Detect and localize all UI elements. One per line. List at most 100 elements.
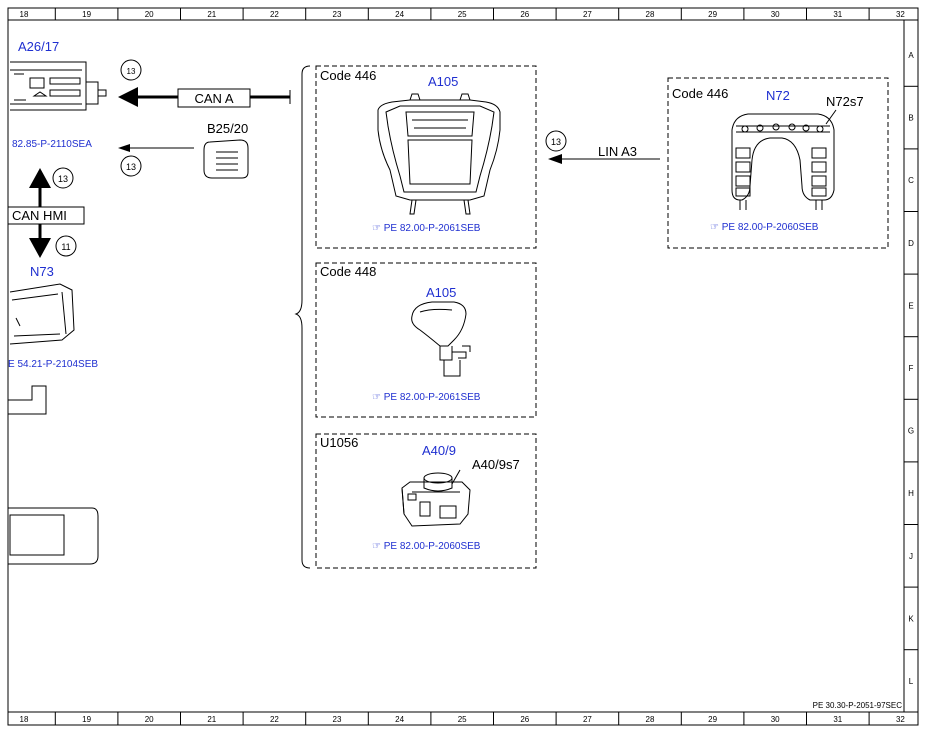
b25-20-sensor-drawing	[203, 139, 249, 179]
box2-code-label: Code 448	[320, 264, 376, 279]
column-label-bottom: 23	[333, 715, 342, 724]
manual-ref-icon: ☞	[710, 222, 722, 233]
right-box-code-label: Code 446	[672, 86, 728, 101]
column-label-top: 27	[583, 10, 592, 19]
component-group-brace	[294, 65, 311, 569]
code-448-box	[315, 262, 537, 418]
a105-selector-lever-drawing	[411, 301, 471, 377]
column-label-top: 31	[833, 10, 842, 19]
column-ticks: 1818191920202121222223232424252526262727…	[20, 8, 905, 725]
column-label-bottom: 27	[583, 715, 592, 724]
column-label-bottom: 25	[458, 715, 467, 724]
circle-13-b: 13	[120, 155, 142, 177]
row-label: F	[909, 364, 914, 373]
column-label-bottom: 30	[771, 715, 780, 724]
column-label-top: 24	[395, 10, 404, 19]
box1-component-label[interactable]: A105	[428, 74, 458, 89]
manual-ref-icon: ☞	[372, 223, 384, 234]
svg-text:13: 13	[58, 174, 68, 184]
column-label-bottom: 22	[270, 715, 279, 724]
manual-ref-icon: ☞	[372, 392, 384, 403]
lin-a3-connection: LIN A3	[548, 144, 660, 164]
svg-text:13: 13	[127, 67, 136, 76]
row-label: L	[909, 677, 914, 686]
n72-box	[667, 77, 889, 249]
n72s7-leader	[825, 109, 837, 125]
column-label-top: 20	[145, 10, 154, 19]
svg-text:13: 13	[126, 162, 136, 172]
row-label: D	[908, 239, 914, 248]
column-label-bottom: 18	[20, 715, 29, 724]
column-label-bottom: 26	[520, 715, 529, 724]
box2-component-label[interactable]: A105	[426, 285, 456, 300]
row-label: H	[908, 489, 914, 498]
row-ticks: A B C D E F G H J K L	[904, 51, 918, 686]
u1056-box	[315, 433, 537, 569]
n73-label[interactable]: N73	[30, 264, 54, 279]
a26-17-ref[interactable]: 82.85-P-2110SEA	[12, 139, 92, 150]
box2-ref[interactable]: ☞ PE 82.00-P-2061SEB	[372, 392, 481, 403]
can-a-label: CAN A	[194, 91, 233, 106]
row-label: E	[908, 301, 913, 310]
lin-a3-label: LIN A3	[598, 144, 637, 159]
circle-13-c: 13	[52, 167, 74, 189]
row-label: B	[908, 114, 913, 123]
svg-text:13: 13	[551, 137, 561, 147]
n72-switch-panel-drawing	[731, 113, 835, 210]
can-hmi-connection: CAN HMI	[7, 168, 85, 258]
column-label-top: 29	[708, 10, 717, 19]
circle-13-lin: 13	[545, 130, 567, 152]
box3-ref[interactable]: ☞ PE 82.00-P-2060SEB	[372, 541, 481, 552]
code-446-box	[315, 65, 537, 249]
column-label-top: 19	[82, 10, 91, 19]
can-hmi-label: CAN HMI	[12, 208, 67, 223]
b25-20-label: B25/20	[207, 121, 248, 136]
column-label-bottom: 31	[833, 715, 842, 724]
box3-code-label: U1056	[320, 435, 358, 450]
column-label-top: 23	[333, 10, 342, 19]
n73-ref[interactable]: E 54.21-P-2104SEB	[8, 359, 98, 370]
column-label-top: 25	[458, 10, 467, 19]
column-label-top: 21	[207, 10, 216, 19]
column-label-bottom: 20	[145, 715, 154, 724]
a40-9-controller-drawing	[401, 472, 471, 527]
n72-label[interactable]: N72	[766, 88, 790, 103]
column-label-top: 22	[270, 10, 279, 19]
a26-17-label[interactable]: A26/17	[18, 39, 59, 54]
box1-code-label: Code 446	[320, 68, 376, 83]
column-label-top: 18	[20, 10, 29, 19]
row-label: K	[908, 614, 914, 623]
document-id: PE 30.30-P-2051-97SEC	[813, 701, 903, 710]
column-label-bottom: 21	[207, 715, 216, 724]
n72s7-label: N72s7	[826, 94, 864, 109]
box3-sub-label: A40/9s7	[472, 457, 520, 472]
row-label: J	[909, 552, 913, 561]
column-label-bottom: 29	[708, 715, 717, 724]
column-label-bottom: 28	[646, 715, 655, 724]
left-display-drawing	[8, 507, 99, 565]
left-cable-outline	[8, 385, 47, 415]
row-label: G	[908, 427, 914, 436]
right-box-ref[interactable]: ☞ PE 82.00-P-2060SEB	[710, 222, 819, 233]
box3-component-label[interactable]: A40/9	[422, 443, 456, 458]
n73-unit-drawing	[9, 283, 75, 345]
circle-11: 11	[55, 235, 77, 257]
row-label: A	[908, 51, 914, 60]
column-label-bottom: 24	[395, 715, 404, 724]
row-label: C	[908, 176, 914, 185]
a26-17-unit-drawing	[10, 61, 107, 111]
b25-20-arrow	[118, 144, 194, 152]
column-label-top: 26	[520, 10, 529, 19]
column-label-bottom: 32	[896, 715, 905, 724]
can-a-connection: CAN A	[118, 87, 291, 108]
manual-ref-icon: ☞	[372, 541, 384, 552]
box1-ref[interactable]: ☞ PE 82.00-P-2061SEB	[372, 223, 481, 234]
sheet-border	[7, 7, 919, 726]
circle-13-a: 13	[120, 59, 142, 81]
svg-text:11: 11	[61, 242, 70, 252]
column-label-top: 30	[771, 10, 780, 19]
column-label-top: 32	[896, 10, 905, 19]
column-label-top: 28	[646, 10, 655, 19]
a105-overhead-panel-drawing	[377, 93, 501, 215]
